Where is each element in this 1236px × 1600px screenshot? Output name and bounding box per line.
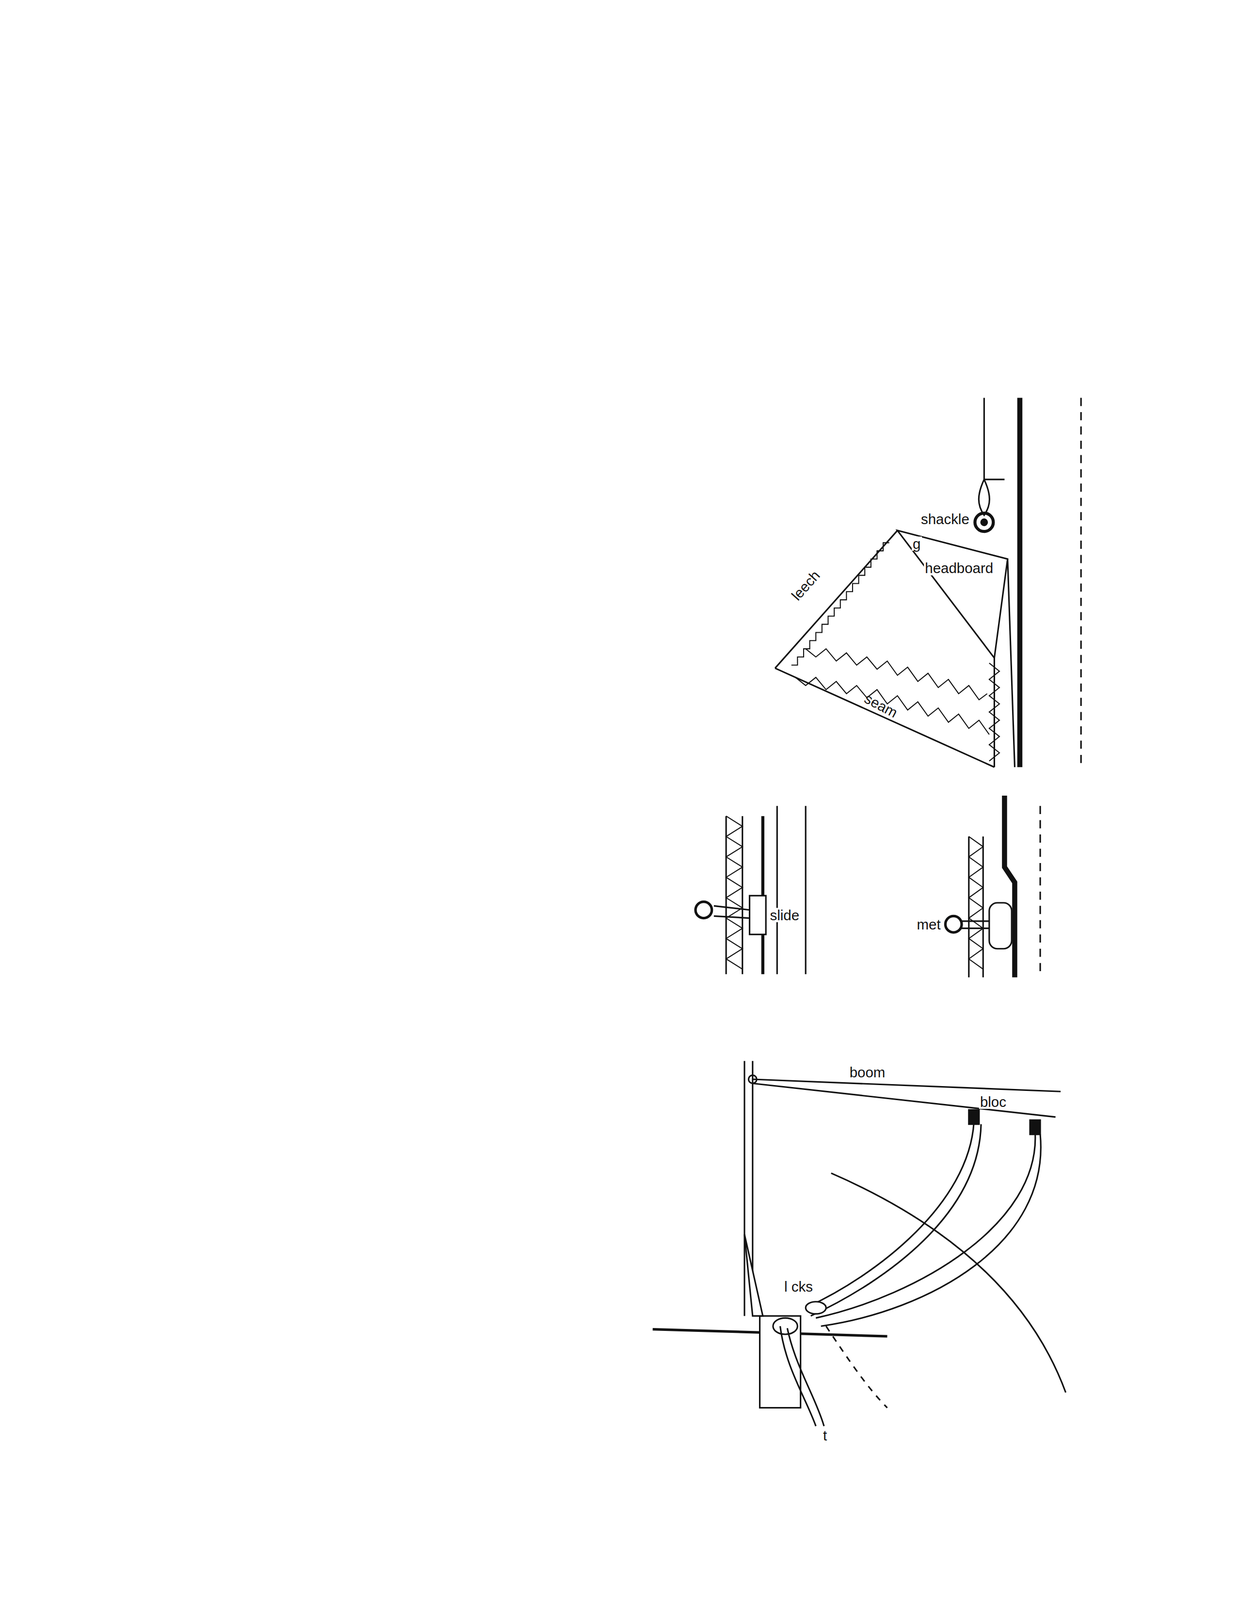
part-label: g bbox=[911, 536, 922, 551]
part-label: headboard bbox=[923, 560, 995, 575]
part-label: l cks bbox=[783, 1278, 814, 1293]
part-label: slide bbox=[768, 907, 801, 922]
part-label: boom bbox=[848, 1064, 887, 1079]
part-label: leech bbox=[788, 567, 824, 604]
part-label: met bbox=[915, 916, 942, 931]
part-label: bloc bbox=[979, 1094, 1008, 1109]
part-label: shackle bbox=[919, 511, 971, 526]
part-label: t bbox=[822, 1427, 828, 1442]
